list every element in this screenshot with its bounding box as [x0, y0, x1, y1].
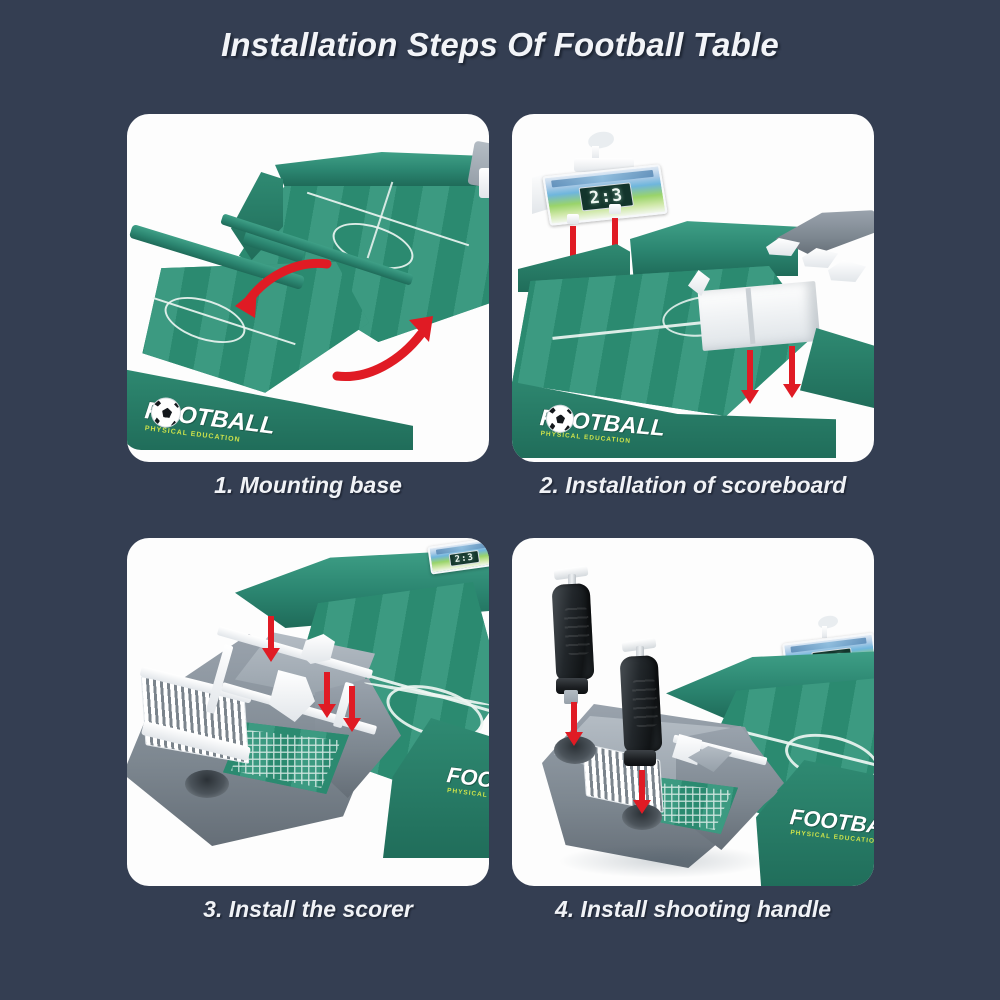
- player-figure-2: [802, 248, 838, 268]
- handle-arrow-right: [633, 770, 651, 816]
- scorer-arrow-1: [262, 616, 280, 664]
- bird-base: [822, 626, 827, 638]
- scorer-installation-illustration: 2:3: [127, 538, 489, 886]
- product-logo: FOOTBALL PHYSICAL EDUCATION: [446, 762, 489, 805]
- assembly-arrow-upper: [235, 258, 332, 318]
- handle-arrow-left: [565, 702, 583, 748]
- player-figure-1: [766, 238, 800, 256]
- handle-socket: [185, 770, 229, 798]
- shooting-handle-installation-illustration: 2:3: [512, 538, 874, 886]
- step-1-image-panel: FOOTBALL PHYSICAL EDUCATION: [127, 114, 489, 462]
- scoreboard-installation-illustration: 2:3: [512, 114, 874, 462]
- goal-box-arrow-right: [783, 346, 801, 402]
- shooting-handle-right-stem: [636, 646, 644, 660]
- shooting-handle-left-stem: [568, 574, 576, 588]
- scoreboard-screen: 2:3: [448, 549, 481, 567]
- scoreboard-peg-right: [609, 204, 621, 214]
- shooting-handle-left-grip: [551, 583, 595, 681]
- table-half-right-back-rail: [275, 152, 489, 186]
- shooting-handle-left-shaft: [564, 690, 578, 704]
- scorer-arrow-3: [343, 686, 361, 734]
- corner-clip-right: [479, 168, 489, 198]
- scorer-arrow-2: [318, 672, 336, 720]
- soccer-ball-icon: [544, 403, 576, 434]
- goal-box-arrow-left: [741, 350, 759, 406]
- shooting-handle-right-grip: [619, 655, 663, 753]
- step-4-image-panel: 2:3: [512, 538, 874, 886]
- page-title: Installation Steps Of Football Table: [221, 26, 779, 63]
- assembly-arrow-lower: [332, 316, 433, 382]
- scoreboard-peg-left: [567, 214, 579, 224]
- player-figure-3: [828, 260, 866, 282]
- step-3: 2:3: [127, 538, 489, 922]
- step-2: 2:3: [512, 114, 874, 498]
- shooting-handle-right-collar: [624, 750, 656, 766]
- step-3-image-panel: 2:3: [127, 538, 489, 886]
- step-4: 2:3: [512, 538, 874, 922]
- scoreboard-screen: 2:3: [578, 182, 635, 212]
- step-1-caption: 1. Mounting base: [214, 472, 402, 498]
- product-logo: FOOTBALL PHYSICAL EDUCATION: [789, 804, 874, 846]
- bird-ornament: [816, 614, 840, 630]
- scorer-clip: [301, 634, 335, 664]
- bird-ornament: [586, 129, 616, 151]
- step-4-caption: 4. Install shooting handle: [554, 896, 832, 922]
- base-shadow: [558, 844, 768, 878]
- step-2-image-panel: 2:3: [512, 114, 874, 462]
- scoreboard-score: 2:3: [454, 552, 475, 565]
- goal-box: [697, 280, 821, 352]
- step-1: FOOTBALL PHYSICAL EDUCATION: [127, 114, 489, 498]
- scoreboard-panel: 2:3: [542, 164, 668, 226]
- installation-steps-grid: FOOTBALL PHYSICAL EDUCATION: [127, 114, 874, 959]
- step-2-caption: 2. Installation of scoreboard: [539, 472, 847, 498]
- bird-base: [592, 146, 599, 160]
- step-3-caption: 3. Install the scorer: [203, 896, 413, 922]
- mounting-base-illustration: FOOTBALL PHYSICAL EDUCATION: [127, 114, 489, 462]
